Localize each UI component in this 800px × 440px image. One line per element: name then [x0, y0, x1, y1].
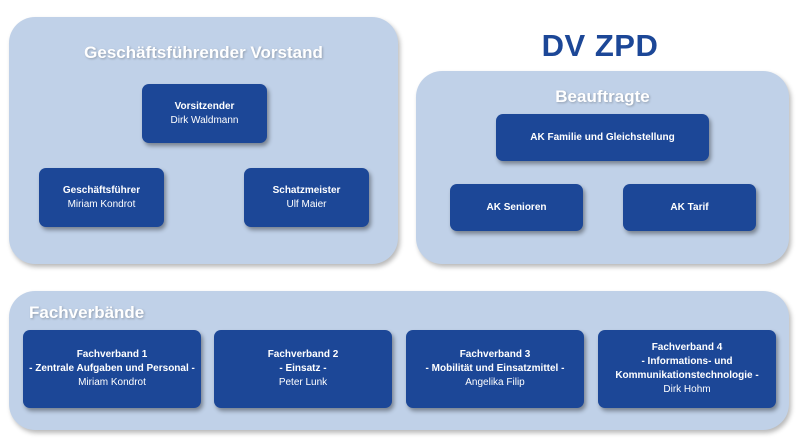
vorsitzender-box[interactable]: Vorsitzender Dirk Waldmann [142, 84, 267, 143]
fachverband-2-name: Peter Lunk [278, 377, 328, 388]
fachverband-1-box[interactable]: Fachverband 1 - Zentrale Aufgaben und Pe… [23, 330, 201, 408]
fachverband-2-box[interactable]: Fachverband 2 - Einsatz - Peter Lunk [214, 330, 392, 408]
fachverband-1-title: Fachverband 1 [76, 349, 148, 360]
vorsitzender-name: Dirk Waldmann [170, 114, 239, 126]
vorsitzender-role: Vorsitzender [174, 100, 235, 112]
ak-familie-label: AK Familie und Gleichstellung [530, 131, 675, 143]
schatzmeister-box[interactable]: Schatzmeister Ulf Maier [244, 168, 369, 227]
ak-senioren-box[interactable]: AK Senioren [450, 184, 583, 231]
ak-tarif-box[interactable]: AK Tarif [623, 184, 756, 231]
schatzmeister-role: Schatzmeister [272, 184, 341, 196]
fachverband-3-subtitle: - Mobilität und Einsatzmittel - [425, 363, 565, 374]
fachverband-2-title: Fachverband 2 [267, 349, 339, 360]
fachverband-4-name: Dirk Hohm [663, 384, 711, 395]
ak-senioren-label: AK Senioren [486, 201, 547, 213]
geschaeftsfuehrer-box[interactable]: Geschäftsführer Miriam Kondrot [39, 168, 164, 227]
fachverband-1-name: Miriam Kondrot [78, 377, 146, 388]
vorstand-panel-title: Geschäftsführender Vorstand [84, 43, 323, 62]
vorstand-panel: Geschäftsführender Vorstand Vorsitzender… [9, 17, 398, 264]
geschaeftsfuehrer-role: Geschäftsführer [62, 184, 141, 196]
ak-familie-box[interactable]: AK Familie und Gleichstellung [496, 114, 709, 161]
beauftragte-panel-title: Beauftragte [555, 87, 650, 106]
fachverbaende-panel: Fachverbände Fachverband 1 - Zentrale Au… [9, 291, 789, 430]
fachverband-3-box[interactable]: Fachverband 3 - Mobilität und Einsatzmit… [406, 330, 584, 408]
org-chart-title: DV ZPD [541, 28, 659, 63]
schatzmeister-name: Ulf Maier [286, 198, 327, 210]
fachverband-3-title: Fachverband 3 [459, 349, 531, 360]
geschaeftsfuehrer-name: Miriam Kondrot [67, 198, 136, 210]
fachverband-4-title: Fachverband 4 [651, 342, 723, 353]
ak-tarif-label: AK Tarif [670, 201, 709, 213]
fachverband-4-box[interactable]: Fachverband 4 - Informations- und Kommun… [598, 330, 776, 408]
fachverband-1-subtitle: - Zentrale Aufgaben und Personal - [29, 363, 195, 374]
fachverband-4-subtitle: - Informations- und [641, 356, 733, 367]
fachverband-4-subtitle-cont: Kommunikationstechnologie - [615, 370, 759, 381]
fachverbaende-panel-title: Fachverbände [29, 303, 145, 322]
beauftragte-panel: Beauftragte AK Familie und Gleichstellun… [416, 71, 789, 264]
fachverband-3-name: Angelika Filip [465, 377, 525, 388]
fachverband-2-subtitle: - Einsatz - [279, 363, 327, 374]
